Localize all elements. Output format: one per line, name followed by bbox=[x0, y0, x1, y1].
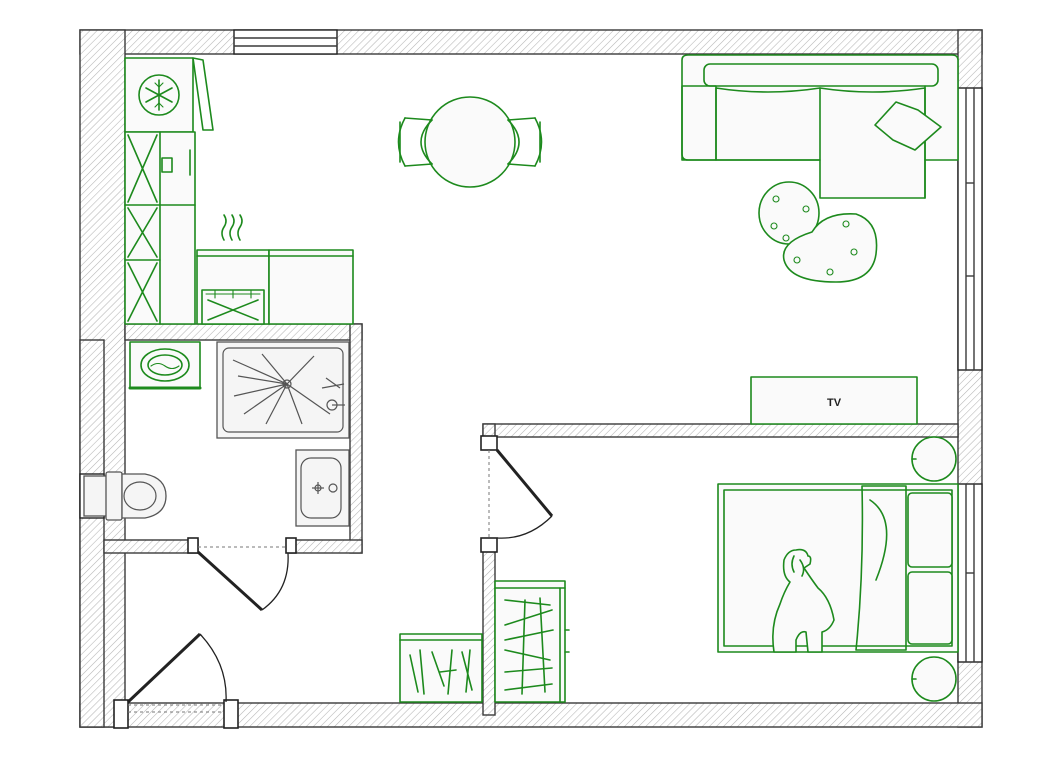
tv-label: TV bbox=[827, 397, 842, 409]
shower-tray bbox=[216, 341, 350, 439]
wall-bedroom-top bbox=[482, 423, 959, 438]
coffee-tables bbox=[758, 181, 878, 283]
shoe-cabinet bbox=[399, 633, 483, 703]
kitchen bbox=[124, 57, 354, 325]
tv-stand: TV bbox=[750, 376, 918, 425]
pillow-top bbox=[907, 492, 953, 568]
wall-bottom bbox=[79, 702, 983, 728]
window-top bbox=[233, 29, 338, 55]
chair-left bbox=[397, 117, 433, 167]
doors bbox=[113, 435, 554, 729]
wall-bath-right bbox=[349, 323, 363, 554]
dog-icon bbox=[772, 548, 835, 653]
door-bathroom bbox=[187, 537, 297, 612]
windows bbox=[79, 29, 983, 663]
double-bed bbox=[717, 483, 959, 653]
toilet bbox=[83, 471, 167, 521]
snowflake-icon bbox=[145, 79, 173, 111]
kitchen-counter bbox=[268, 249, 354, 325]
pillow-bottom bbox=[907, 571, 953, 645]
cushion bbox=[874, 101, 942, 151]
nightstand-bottom bbox=[911, 656, 957, 702]
wall-bath-bottom-right bbox=[289, 539, 363, 554]
round-table bbox=[424, 96, 516, 188]
bathroom-sink bbox=[295, 449, 350, 527]
stove bbox=[196, 214, 270, 325]
wardrobe bbox=[494, 580, 570, 703]
washing-machine bbox=[128, 341, 202, 390]
dining-set bbox=[397, 96, 543, 188]
wall-bath-bottom-left bbox=[103, 539, 199, 554]
nightstand-top bbox=[911, 436, 957, 482]
door-entrance bbox=[113, 632, 239, 729]
window-right-living bbox=[957, 87, 983, 371]
kitchen-cabinets-left bbox=[124, 131, 196, 325]
corner-sofa bbox=[681, 54, 959, 199]
wall-bedroom-left-bottom bbox=[482, 539, 496, 716]
wall-left-lower bbox=[79, 339, 105, 728]
chair-right bbox=[507, 117, 543, 167]
nightstands bbox=[911, 436, 957, 702]
wall-top bbox=[79, 29, 983, 55]
bathroom bbox=[83, 341, 350, 527]
door-bedroom bbox=[480, 435, 554, 553]
steam-icon bbox=[221, 214, 243, 241]
fridge bbox=[124, 57, 214, 133]
wall-kitchen-bath bbox=[124, 323, 363, 341]
